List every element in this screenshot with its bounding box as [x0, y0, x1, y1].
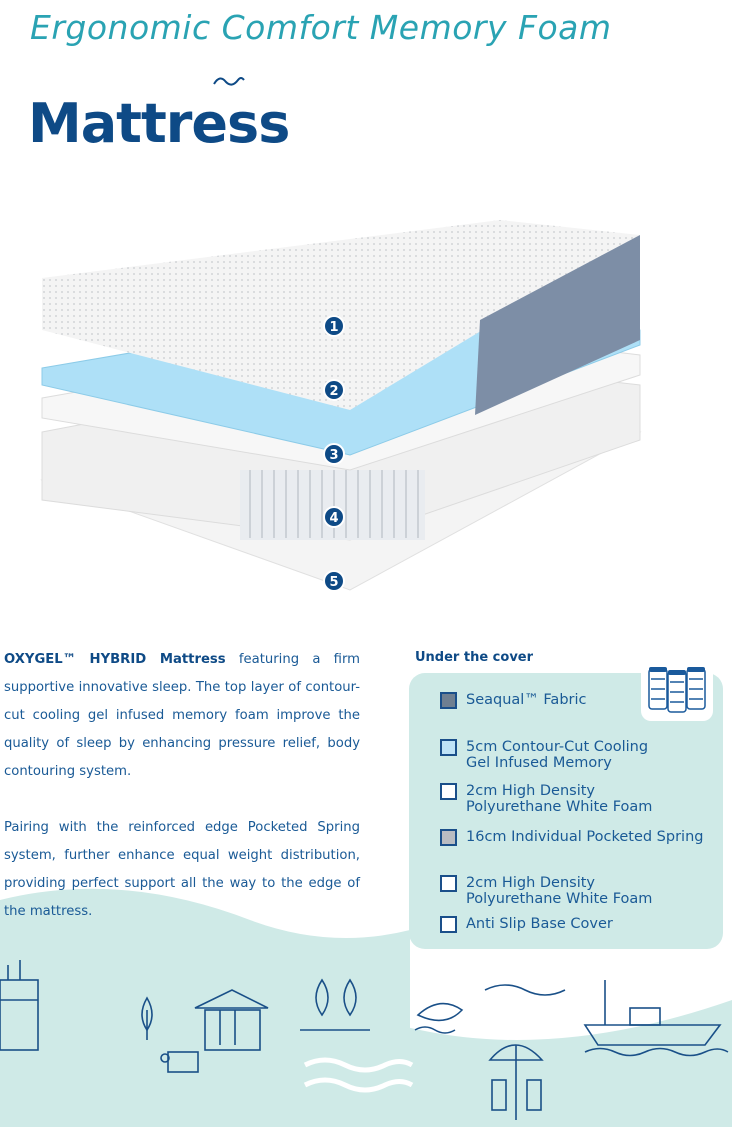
brand-name: OXYGEL™ HYBRID Mattress — [4, 652, 226, 667]
marker-2: 2 — [329, 384, 338, 399]
umbrella-icon — [488, 1044, 544, 1120]
page-title: Mattress — [28, 92, 290, 155]
whale-icon — [414, 1002, 464, 1034]
marker-3: 3 — [329, 448, 338, 463]
product-description: OXYGEL™ HYBRID Mattress featuring a firm… — [4, 646, 360, 926]
item-label: 2cm High Density — [466, 783, 595, 799]
layer-item-base-cover: Anti Slip Base Cover — [440, 916, 613, 933]
item-label: Seaqual™ Fabric — [466, 692, 587, 708]
swatch — [440, 875, 457, 892]
layer-item-fabric: Seaqual™ Fabric — [440, 692, 587, 709]
swatch — [440, 783, 457, 800]
under-cover-title: Under the cover — [415, 650, 534, 665]
trees-icon — [300, 978, 370, 1031]
boat-icon — [583, 980, 729, 1057]
swatch — [440, 692, 457, 709]
item-label-2: Polyurethane White Foam — [466, 799, 653, 815]
item-label-2: Polyurethane White Foam — [466, 891, 653, 907]
marker-4: 4 — [329, 511, 338, 526]
item-label: 5cm Contour-Cut Cooling — [466, 739, 649, 755]
tree-icon — [141, 996, 153, 1040]
spring-icon-box — [641, 657, 713, 721]
wave-icon — [213, 77, 245, 86]
item-label: 2cm High Density — [466, 875, 595, 891]
marker-1: 1 — [329, 320, 338, 335]
description-paragraph-2: Pairing with the reinforced edge Pockete… — [4, 820, 360, 919]
presenter-icon — [160, 1051, 199, 1073]
water-waves — [303, 1057, 414, 1093]
side-panel — [475, 235, 640, 415]
shop-icon — [0, 960, 39, 1051]
item-label: 16cm Individual Pocketed Spring — [466, 829, 704, 845]
layer-item-pocketed-spring: 16cm Individual Pocketed Spring — [440, 829, 703, 846]
swatch — [440, 916, 457, 933]
description-paragraph-1: featuring a firm supportive innovative s… — [4, 652, 360, 779]
marker-5: 5 — [329, 575, 338, 590]
swatch — [440, 739, 457, 756]
pocket-spring-icon — [648, 667, 706, 713]
wave-line — [484, 984, 566, 996]
swatch — [440, 829, 457, 846]
mattress-layers-illustration: 1 2 3 4 5 — [40, 220, 642, 592]
landscape-background — [0, 888, 732, 1127]
building-icon — [194, 989, 269, 1051]
item-label: Anti Slip Base Cover — [466, 916, 613, 932]
subtitle: Ergonomic Comfort Memory Foam — [30, 8, 612, 47]
layer-markers: 1 2 3 4 5 — [323, 315, 345, 592]
pocketed-springs — [240, 470, 425, 540]
item-label-2: Gel Infused Memory — [466, 755, 612, 771]
